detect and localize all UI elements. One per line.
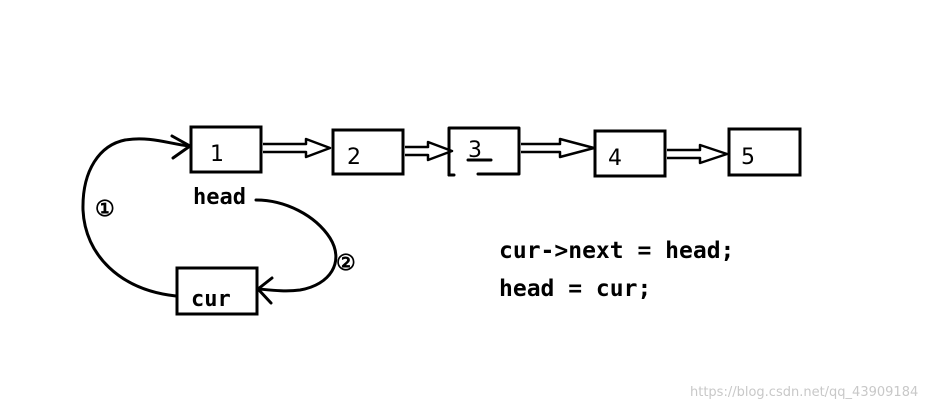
node-1: 1 <box>189 125 263 174</box>
arrow-1-to-2 <box>263 137 332 159</box>
code-line-2: head = cur; <box>499 276 651 302</box>
arrow-2-to-3 <box>405 140 454 162</box>
node-3: 3 <box>447 126 521 177</box>
cur-node-label: cur <box>191 287 231 312</box>
watermark-text: https://blog.csdn.net/qq_43909184 <box>690 385 918 400</box>
node-2-label: 2 <box>347 145 361 170</box>
node-5-label: 5 <box>741 145 755 170</box>
node-5: 5 <box>727 127 802 177</box>
head-label: head <box>193 185 246 210</box>
node-1-label: 1 <box>210 142 224 167</box>
step-2-mark: ② <box>336 251 356 276</box>
step-1-arrow <box>81 134 192 298</box>
cur-node: cur <box>175 266 259 316</box>
node-3-label: 3 <box>468 138 482 163</box>
arrow-3-to-4 <box>521 137 596 159</box>
arrow-4-to-5 <box>667 143 729 165</box>
step-2-arrow <box>254 198 338 305</box>
node-2: 2 <box>331 128 405 176</box>
node-4-label: 4 <box>608 146 622 171</box>
code-line-1: cur->next = head; <box>499 238 734 264</box>
node-4: 4 <box>593 129 667 178</box>
step-1-mark: ① <box>95 197 115 222</box>
